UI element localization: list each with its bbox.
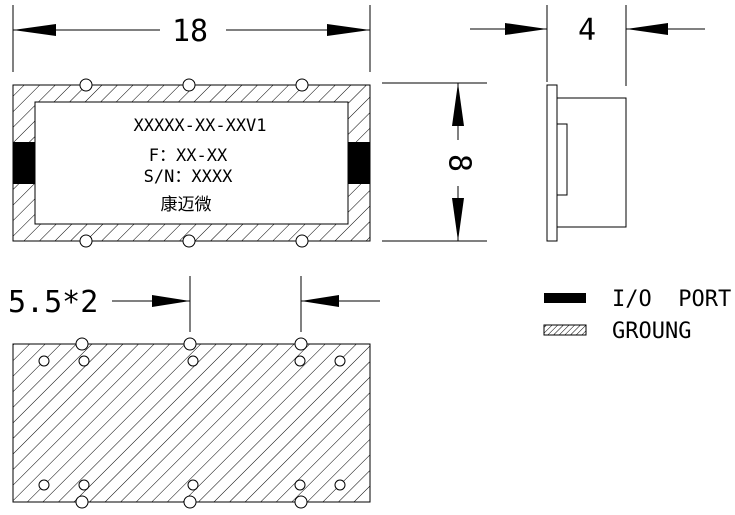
- bottom-view: [12, 337, 371, 509]
- bottom-view-plate: [12, 343, 371, 503]
- side-view-step: [556, 123, 568, 196]
- side-view: [546, 84, 627, 242]
- length-dimension: 18: [12, 5, 371, 72]
- legend-ground-label: GROUNG: [612, 319, 691, 344]
- thickness-value: 4: [578, 13, 596, 48]
- part-number: XXXXX-XX-XXV1: [133, 116, 266, 136]
- side-view-base: [546, 84, 558, 242]
- thickness-dimension: 4: [470, 5, 705, 86]
- via-holes: [38, 355, 346, 491]
- serial-label: S/N：XXXX: [144, 167, 233, 187]
- legend-ground-swatch: [543, 324, 587, 336]
- length-value: 18: [172, 14, 208, 49]
- bottom-notches: [75, 337, 308, 509]
- io-port-left: [13, 142, 35, 184]
- label-area: [34, 101, 349, 225]
- legend-io-label: I/O PORT: [612, 287, 731, 312]
- legend-io-swatch: [544, 293, 586, 303]
- top-view: XXXXX-XX-XXV1 F：XX-XX S/N：XXXX 康迈微: [12, 78, 371, 248]
- brand-label: 康迈微: [161, 195, 212, 215]
- legend: I/O PORT GROUNG: [543, 287, 731, 344]
- castellation-notches: [79, 78, 309, 248]
- width-dimension: 8: [382, 82, 487, 242]
- frequency-label: F：XX-XX: [149, 146, 228, 166]
- pad-spacing-dimension: 5.5*2: [8, 276, 380, 332]
- io-port-right: [348, 142, 370, 184]
- width-value: 8: [442, 154, 477, 172]
- pad-spacing-value: 5.5*2: [8, 285, 98, 320]
